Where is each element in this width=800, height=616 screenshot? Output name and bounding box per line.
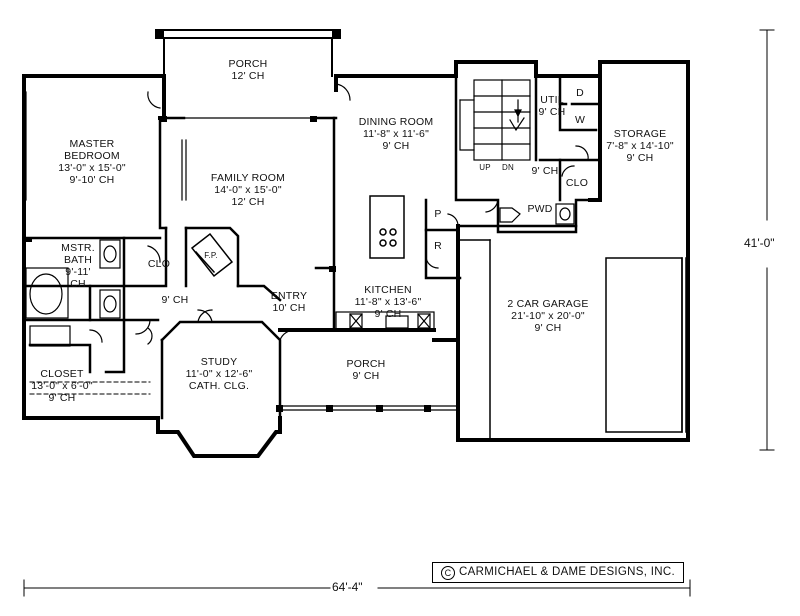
family-size: 14'-0" x 15'-0" — [214, 184, 282, 196]
fireplace — [190, 232, 234, 278]
family-room-label: FAMILY ROOM 14'-0" x 15'-0" 12' CH — [211, 172, 285, 208]
copyright-icon: C — [441, 566, 456, 580]
garage-label: 2 CAR GARAGE 21'-10" x 20'-0" 9' CH — [507, 298, 588, 334]
garage-features — [457, 239, 687, 441]
closet-size: 13'-0" x 6'-0" — [31, 380, 93, 392]
kitchen-ch: 9' CH — [374, 308, 402, 320]
family-name: FAMILY ROOM — [210, 172, 286, 184]
door-swings — [89, 83, 589, 343]
depth-dimension: 41'-0" — [744, 236, 775, 250]
storage-name: STORAGE — [613, 128, 667, 140]
master-closet-small-label: CLO — [147, 258, 171, 270]
stair-up-label: UP — [479, 163, 491, 172]
master-bedroom-label: MASTER BEDROOM 13'-0" x 15'-0" 9'-10' CH — [58, 138, 126, 186]
util-closet-label: CLO — [565, 177, 589, 189]
util-name: UTIL — [540, 94, 564, 106]
porch-top-label: PORCH 12' CH — [229, 58, 268, 82]
stair-dn-label: DN — [502, 163, 514, 172]
interior-walls — [22, 74, 602, 420]
kitchen-label: KITCHEN 11'-8" x 13'-6" 9' CH — [355, 284, 422, 320]
util-label: UTIL 9' CH — [539, 94, 566, 118]
bath-fixtures — [25, 203, 575, 347]
family-ch: 12' CH — [231, 196, 265, 208]
porch-front-name: PORCH — [346, 358, 386, 370]
porch-top-ch: 12' CH — [231, 70, 265, 82]
closet-rods — [29, 381, 151, 395]
storage-ch: 9' CH — [626, 152, 654, 164]
stair — [459, 79, 531, 161]
study-size: 11'-0" x 12'-6" — [185, 368, 253, 380]
study-label: STUDY 11'-0" x 12'-6" CATH. CLG. — [186, 356, 253, 392]
porch-top-name: PORCH — [228, 58, 268, 70]
dining-size: 11'-8" x 11'-6" — [362, 128, 430, 140]
mbath-name2: BATH — [63, 254, 93, 266]
kitchen-size: 11'-8" x 13'-6" — [354, 296, 422, 308]
garage-ch: 9' CH — [534, 322, 562, 334]
util-ch: 9' CH — [538, 106, 566, 118]
designer-credit-text: CARMICHAEL & DAME DESIGNS, INC. — [459, 566, 675, 578]
dimension-lines — [23, 29, 775, 597]
mbath-ch2: CH — [70, 278, 86, 290]
porch-front-label: PORCH 9' CH — [347, 358, 386, 382]
closet-name: CLOSET — [40, 368, 84, 380]
kitchen-counter — [335, 311, 435, 331]
closet-label: CLOSET 13'-0" x 6'-0" 9' CH — [31, 368, 93, 404]
pantry-label: P — [434, 208, 442, 220]
dryer-label: D — [576, 87, 584, 99]
master-bath-label: MSTR. BATH 9'-11' CH — [61, 242, 95, 290]
master-ch: 9'-10' CH — [69, 174, 115, 186]
hall-ch-label: 9' CH — [161, 294, 189, 306]
storage-size: 7'-8" x 14'-10" — [606, 140, 674, 152]
master-name1: MASTER — [69, 138, 115, 150]
washer-label: W — [574, 114, 586, 126]
exterior-walls — [22, 60, 690, 458]
porch-front-ch: 9' CH — [352, 370, 380, 382]
kitchen-island — [369, 195, 405, 259]
garage-size: 21'-10" x 20'-0" — [511, 310, 585, 322]
mbath-ch: 9'-11' — [65, 266, 91, 278]
stair-hall-ch: 9' CH — [531, 165, 559, 177]
porch-columns — [160, 116, 431, 412]
dining-room-label: DINING ROOM 11'-8" x 11'-6" 9' CH — [359, 116, 434, 152]
powder-room-label: PWD — [527, 203, 553, 215]
dining-ch: 9' CH — [382, 140, 410, 152]
kitchen-name: KITCHEN — [364, 284, 412, 296]
porch-outline — [155, 29, 341, 77]
storage-label: STORAGE 7'-8" x 14'-10" 9' CH — [606, 128, 674, 164]
refrigerator-label: R — [434, 240, 442, 252]
closet-ch: 9' CH — [48, 392, 76, 404]
master-size: 13'-0" x 15'-0" — [58, 162, 126, 174]
mbath-name1: MSTR. — [61, 242, 95, 254]
study-ch: CATH. CLG. — [188, 380, 250, 392]
entry-ch: 10' CH — [272, 302, 306, 314]
study-name: STUDY — [200, 356, 238, 368]
entry-name: ENTRY — [270, 290, 308, 302]
master-name2: BEDROOM — [64, 150, 120, 162]
fireplace-label: F.P. — [204, 251, 218, 260]
entry-label: ENTRY 10' CH — [271, 290, 307, 314]
garage-name: 2 CAR GARAGE — [507, 298, 589, 310]
dining-name: DINING ROOM — [358, 116, 434, 128]
width-dimension: 64'-4" — [332, 580, 363, 594]
